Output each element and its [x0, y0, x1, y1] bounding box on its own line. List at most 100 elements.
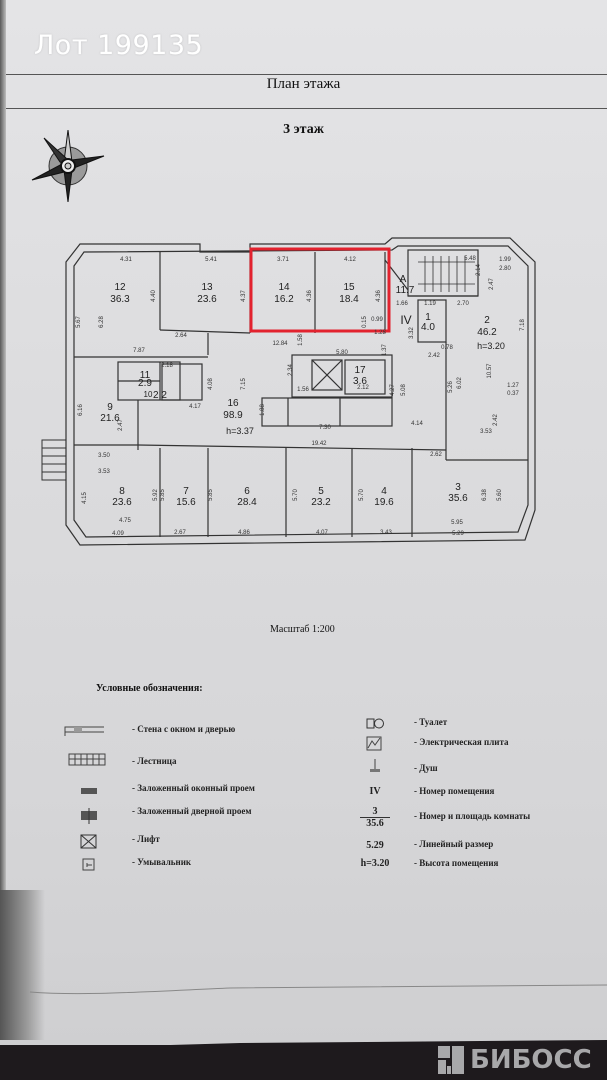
room-17-number: 17 — [354, 365, 366, 376]
dimension: 5.85 — [208, 489, 214, 501]
title-rule-bottom — [6, 108, 607, 109]
dimension: 5.26 — [448, 381, 454, 393]
dimension: 4.27 — [390, 384, 396, 396]
dimension: 19.42 — [311, 441, 327, 447]
dimension: 2.64 — [175, 333, 187, 339]
legend-room-number-area: - Номер и площадь комнаты — [414, 811, 531, 821]
dimension: 5.70 — [359, 489, 365, 501]
legend-room-height: - Высота помещения — [414, 858, 499, 868]
room-12-number: 12 — [114, 282, 126, 293]
dimension: 0.37 — [507, 391, 519, 397]
legend-symbol-premise: IV — [369, 786, 381, 797]
legend-linear-dimension: - Линейный размер — [414, 839, 494, 849]
scale-label: Масштаб 1:200 — [270, 624, 335, 635]
dimension: 3.53 — [480, 429, 492, 435]
dimension: 10.57 — [487, 363, 493, 379]
document-title: План этажа — [266, 76, 341, 92]
dimension: 3.50 — [98, 453, 110, 459]
legend-wall: - Стена с окном и дверью — [132, 724, 236, 734]
floor-title: 3 этаж — [283, 122, 324, 137]
room-4-number: 4 — [381, 486, 387, 497]
wall-window-door-icon — [64, 726, 104, 736]
dimension: 4.07 — [316, 530, 328, 536]
dimension: 3.43 — [380, 530, 392, 536]
paper-sheet — [0, 0, 607, 1045]
room-8-number: 8 — [119, 486, 125, 497]
elevator-icon — [80, 834, 97, 849]
room-10-area: 2.2 — [153, 390, 167, 401]
legend-premise-number: - Номер помещения — [414, 786, 495, 796]
dimension: 6.28 — [99, 316, 105, 328]
room-1-number: 1 — [425, 312, 431, 323]
room-14-area: 16.2 — [274, 294, 294, 305]
room-14-number: 14 — [278, 282, 290, 293]
dimension: 5.70 — [293, 489, 299, 501]
room-5-number: 5 — [318, 486, 324, 497]
room-6-area: 28.4 — [237, 497, 257, 508]
dimension: 5.08 — [401, 384, 407, 396]
dimension: 4.31 — [120, 257, 132, 263]
dimension: 5.80 — [336, 350, 348, 356]
dimension: 4.08 — [208, 378, 214, 390]
dimension: 1.88 — [260, 404, 266, 416]
room-3-area: 35.6 — [448, 493, 468, 504]
dimension: 2.18 — [161, 363, 173, 369]
dimension: 4.75 — [119, 518, 131, 524]
brand-name: БИБОСС — [470, 1045, 592, 1075]
washbasin-icon — [82, 858, 95, 871]
dimension: 2.47 — [489, 278, 495, 290]
dimension: 4.36 — [307, 290, 313, 302]
blocked-door-icon — [81, 808, 97, 824]
room-17-area: 3.6 — [353, 376, 367, 387]
room-11-area: 2.9 — [138, 378, 152, 389]
room-10-number: 10 — [144, 390, 153, 399]
legend-title: Условные обозначения: — [96, 683, 203, 694]
dimension: 0.15 — [362, 316, 368, 328]
room-4-area: 19.6 — [374, 497, 394, 508]
highlight-rooms-14-15 — [249, 247, 391, 333]
legend-symbol-room-number: 3 — [372, 806, 378, 817]
room-8-area: 23.6 — [112, 497, 132, 508]
room-a-number: А — [400, 274, 407, 285]
dimension: 7.15 — [241, 378, 247, 390]
room-9-area: 21.6 — [100, 413, 120, 424]
dimension: 5.60 — [497, 489, 503, 501]
dimension: 5.92 — [153, 489, 159, 501]
dimension: 4.15 — [82, 492, 88, 504]
premise-number: IV — [400, 313, 411, 327]
room-13-area: 23.6 — [197, 294, 217, 305]
dimension: 0.99 — [371, 317, 383, 323]
stairs-icon — [68, 753, 106, 766]
dimension: 2.47 — [118, 419, 124, 431]
lot-watermark: Лот 199135 — [34, 30, 204, 61]
dimension: 2.34 — [288, 364, 294, 376]
legend-symbol-height: h=3.20 — [360, 858, 390, 869]
room-6-number: 6 — [244, 486, 250, 497]
dimension: 2.80 — [499, 266, 511, 272]
dimension: 7.18 — [520, 319, 526, 331]
legend-blocked-window: - Заложенный оконный проем — [132, 783, 255, 793]
legend-electric-stove: - Электрическая плита — [414, 737, 509, 747]
dimension: 5.41 — [205, 257, 217, 263]
room-2-height: h=3.20 — [477, 341, 505, 351]
dimension: 3.32 — [409, 327, 415, 339]
legend-blocked-door: - Заложенный дверной проем — [132, 806, 252, 816]
dimension: 2.12 — [357, 385, 369, 391]
room-3-number: 3 — [455, 482, 461, 493]
dimension: 1.58 — [298, 334, 304, 346]
room-2-area: 46.2 — [477, 327, 497, 338]
dimension: 4.86 — [238, 530, 250, 536]
room-12-area: 36.3 — [110, 294, 130, 305]
room-7-number: 7 — [183, 486, 189, 497]
dimension: 6.02 — [457, 377, 463, 389]
dimension: 2.62 — [430, 452, 442, 458]
dimension: 2.42 — [428, 353, 440, 359]
legend-stairs: - Лестница — [132, 756, 177, 766]
room-7-area: 15.6 — [176, 497, 196, 508]
legend-toilet: - Туалет — [414, 717, 448, 727]
dimension: 4.36 — [376, 290, 382, 302]
dimension: 4.09 — [112, 531, 124, 537]
dimension: 4.17 — [189, 404, 201, 410]
room-16-height: h=3.37 — [226, 426, 254, 436]
toilet-icon — [366, 718, 384, 729]
